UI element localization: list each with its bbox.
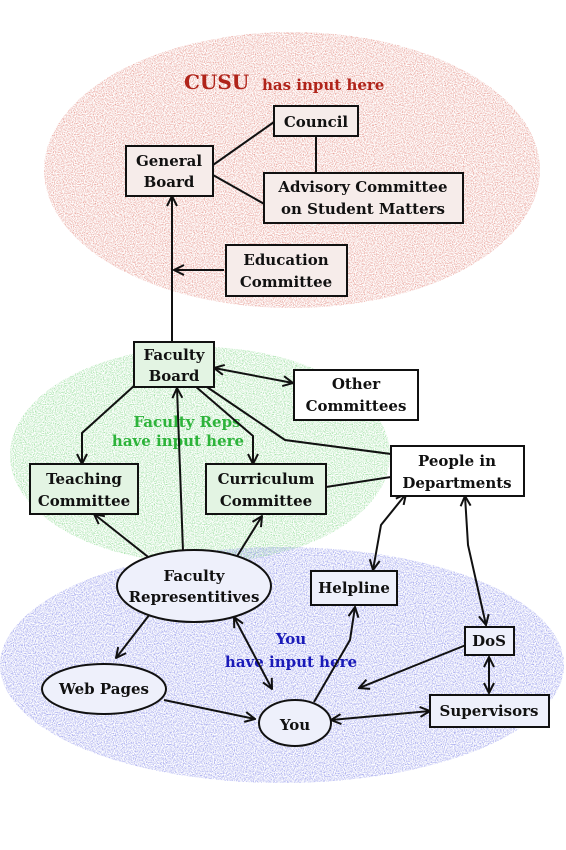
general-board-node[interactable]: General Board [125, 145, 214, 197]
faculty-board-label-2: Board [149, 367, 200, 385]
dos-node[interactable]: DoS [464, 626, 515, 656]
edge-reps-webpages [116, 613, 151, 658]
edge-reps-teaching [94, 514, 153, 561]
curriculum-committee-label-2: Committee [220, 492, 312, 510]
web-pages-node[interactable]: Web Pages [41, 663, 167, 715]
faculty-representitives-label-2: Representitives [129, 588, 260, 606]
edge-curriculum-people [325, 476, 392, 488]
education-committee-node[interactable]: Education Committee [225, 244, 348, 297]
edge-webpages-you [163, 699, 255, 719]
general-board-label-1: General [136, 152, 202, 170]
cusu-region [44, 32, 540, 308]
faculty-representitives-label-1: Faculty [164, 567, 226, 585]
faculty-representitives-node[interactable]: Faculty Representitives [116, 549, 272, 623]
edge-you-helpline [313, 607, 355, 703]
edge-people-dos [465, 496, 486, 625]
faculty-board-label-1: Faculty [144, 346, 206, 364]
advisory-committee-node[interactable]: Advisory Committee on Student Matters [263, 172, 464, 224]
you-node[interactable]: You [258, 699, 332, 747]
edge-facultyboard-teaching [82, 384, 136, 464]
teaching-committee-node[interactable]: Teaching Committee [29, 463, 139, 515]
council-label: Council [284, 113, 349, 131]
helpline-node[interactable]: Helpline [310, 570, 398, 606]
cusu-title: CUSU [184, 70, 249, 94]
other-committees-node[interactable]: Other Committees [293, 369, 419, 421]
other-committees-label-2: Committees [306, 397, 407, 415]
council-node[interactable]: Council [273, 105, 359, 137]
edge-dos-you [359, 644, 467, 688]
advisory-committee-label-1: Advisory Committee [277, 178, 447, 196]
supervisors-label: Supervisors [440, 702, 539, 720]
edge-generalboard-advisory [212, 174, 267, 206]
edges [82, 121, 489, 720]
edge-facultyboard-people [203, 384, 392, 455]
general-board-label-2: Board [144, 173, 195, 191]
you-caption-line1: You [275, 630, 306, 648]
edge-facultyboard-othercommittees [214, 368, 293, 383]
edge-you-supervisors [331, 711, 430, 720]
faculty-reps-caption-line1: Faculty Reps [133, 413, 240, 431]
dos-label: DoS [472, 632, 506, 650]
advisory-committee-label-2: on Student Matters [281, 200, 445, 218]
edge-reps-you [234, 617, 272, 689]
you-label: You [279, 716, 310, 734]
web-pages-label: Web Pages [58, 680, 149, 698]
edge-generalboard-council [212, 121, 275, 166]
edge-facultyboard-curriculum [194, 385, 253, 464]
people-in-departments-node[interactable]: People in Departments [390, 445, 525, 497]
education-committee-label-2: Committee [240, 273, 332, 291]
education-committee-label-1: Education [243, 251, 328, 269]
other-committees-label-1: Other [332, 375, 381, 393]
helpline-label: Helpline [318, 579, 390, 597]
people-in-departments-label-1: People in [418, 452, 496, 470]
curriculum-committee-node[interactable]: Curriculum Committee [205, 463, 327, 515]
faculty-board-node[interactable]: Faculty Board [133, 341, 215, 388]
people-in-departments-label-2: Departments [402, 474, 511, 492]
teaching-committee-label-2: Committee [38, 492, 130, 510]
curriculum-committee-label-1: Curriculum [218, 470, 315, 488]
edge-reps-facultyboard [177, 388, 184, 552]
supervisors-node[interactable]: Supervisors [429, 694, 550, 728]
edge-reps-curriculum [235, 516, 262, 559]
edge-helpline-people [373, 494, 406, 570]
teaching-committee-label-1: Teaching [46, 470, 122, 488]
cusu-subtitle: has input here [262, 76, 384, 94]
